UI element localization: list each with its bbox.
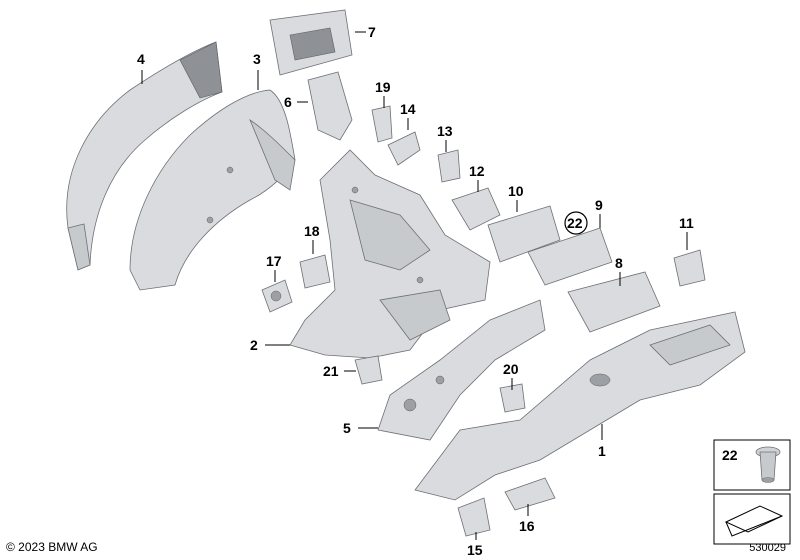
- label-13: 13: [437, 123, 453, 139]
- part-12-bracket[interactable]: [451, 187, 501, 231]
- label-9: 9: [595, 197, 603, 213]
- label-11: 11: [679, 215, 694, 231]
- nut-icon: [755, 446, 781, 483]
- label-17: 17: [266, 253, 282, 269]
- part-8-rail-section[interactable]: [567, 271, 661, 333]
- part-6-reinforcement[interactable]: [307, 71, 353, 141]
- part-5-side-member[interactable]: [377, 299, 546, 441]
- inset-label-22: 22: [722, 447, 738, 463]
- part-21-bracket[interactable]: [354, 355, 383, 385]
- part-17-support[interactable]: [261, 279, 293, 313]
- label-3: 3: [253, 51, 261, 67]
- label-15: 15: [467, 542, 483, 558]
- label-19: 19: [375, 79, 391, 95]
- label-4: 4: [137, 51, 145, 67]
- part-9-rail-section[interactable]: [527, 227, 613, 286]
- label-7: 7: [368, 24, 376, 40]
- label-12: 12: [469, 163, 485, 179]
- diagram-number: 530029: [749, 542, 786, 554]
- label-22-circled: 22: [564, 211, 588, 235]
- label-21: 21: [323, 363, 339, 379]
- part-13-bracket[interactable]: [437, 149, 461, 183]
- part-3-wheel-arch-inner[interactable]: [129, 89, 296, 291]
- part-11-bracket[interactable]: [673, 249, 706, 287]
- label-6: 6: [284, 94, 292, 110]
- part-2-rear-floor-assembly[interactable]: [289, 149, 491, 359]
- copyright-text: © 2023 BMW AG: [6, 540, 98, 554]
- part-14-bracket[interactable]: [387, 131, 421, 166]
- part-18-bracket[interactable]: [299, 254, 331, 289]
- part-20-bracket[interactable]: [499, 383, 526, 413]
- part-10-rail-section[interactable]: [487, 205, 561, 263]
- part-19-bracket[interactable]: [371, 105, 393, 143]
- part-16-bracket[interactable]: [504, 477, 556, 511]
- label-1: 1: [598, 443, 606, 459]
- label-2: 2: [250, 337, 258, 353]
- inset-symbol-box: [713, 493, 791, 545]
- label-10: 10: [508, 183, 524, 199]
- part-7-bracket-plate[interactable]: [269, 9, 353, 76]
- label-5: 5: [343, 420, 351, 436]
- part-4-wheel-arch-outer[interactable]: [66, 41, 223, 271]
- svg-text:22: 22: [567, 215, 583, 231]
- label-18: 18: [304, 223, 320, 239]
- label-14: 14: [400, 101, 416, 117]
- inset-part-22: 22: [713, 439, 791, 491]
- part-1-longitudinal-member[interactable]: [414, 311, 746, 501]
- label-20: 20: [503, 361, 519, 377]
- label-16: 16: [519, 518, 535, 534]
- label-8: 8: [615, 255, 623, 271]
- part-15-bracket[interactable]: [457, 497, 491, 537]
